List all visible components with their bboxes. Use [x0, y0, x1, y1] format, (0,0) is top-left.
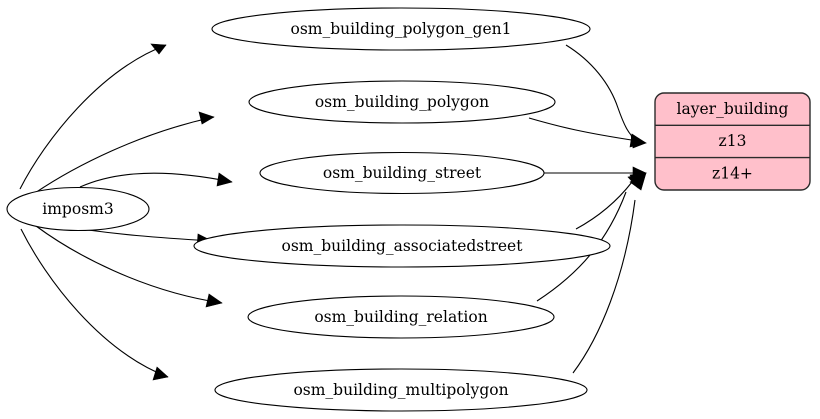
- edge-imposm3-to-multipolygon: [20, 228, 169, 381]
- node-osm-building-street[interactable]: osm_building_street: [259, 151, 545, 195]
- node-layer-building[interactable]: layer_building z13 z14+: [654, 92, 811, 191]
- node-osm-building-multipolygon[interactable]: osm_building_multipolygon: [214, 368, 588, 412]
- node-imposm3[interactable]: imposm3: [6, 186, 150, 232]
- node-osm-building-polygon-gen1-shape[interactable]: [211, 7, 591, 51]
- layer-building-title-label: layer_building: [677, 100, 789, 118]
- node-layer-building-box[interactable]: [654, 92, 811, 191]
- edge-imposm3-to-polygon: [34, 111, 215, 194]
- edge-imposm3-to-associatedstreet: [87, 229, 213, 248]
- node-osm-building-associatedstreet-label: osm_building_associatedstreet: [282, 237, 524, 255]
- edge-imposm3-to-relation: [35, 225, 223, 308]
- node-imposm3-shape[interactable]: [6, 186, 150, 232]
- node-osm-building-polygon-gen1-label: osm_building_polygon_gen1: [291, 20, 512, 38]
- node-osm-building-polygon-gen1[interactable]: osm_building_polygon_gen1: [211, 7, 591, 51]
- node-osm-building-polygon[interactable]: osm_building_polygon: [248, 80, 556, 124]
- edges-to-layer-building: [528, 44, 647, 374]
- node-imposm3-label: imposm3: [42, 200, 113, 218]
- node-osm-building-relation[interactable]: osm_building_relation: [247, 295, 555, 339]
- layer-building-z14-label: z14+: [712, 165, 753, 183]
- node-osm-building-polygon-label: osm_building_polygon: [315, 93, 489, 111]
- node-osm-building-multipolygon-label: osm_building_multipolygon: [293, 381, 508, 399]
- layer-building-z13-label: z13: [719, 132, 747, 150]
- node-osm-building-street-label: osm_building_street: [323, 164, 482, 182]
- node-osm-building-relation-shape[interactable]: [247, 295, 555, 339]
- node-osm-building-relation-label: osm_building_relation: [314, 308, 487, 326]
- node-osm-building-multipolygon-shape[interactable]: [214, 368, 588, 412]
- edge-polygon-to-z13: [528, 117, 647, 148]
- node-osm-building-associatedstreet-shape[interactable]: [193, 224, 611, 268]
- node-osm-building-polygon-shape[interactable]: [248, 80, 556, 124]
- node-osm-building-street-shape[interactable]: [259, 151, 545, 195]
- edge-multipolygon-to-z14: [572, 172, 647, 374]
- edge-polygon-gen1-to-z13: [565, 44, 647, 149]
- edge-imposm3-to-street: [79, 172, 233, 188]
- node-osm-building-associatedstreet[interactable]: osm_building_associatedstreet: [193, 224, 611, 268]
- edge-imposm3-to-polygon-gen1: [19, 43, 167, 190]
